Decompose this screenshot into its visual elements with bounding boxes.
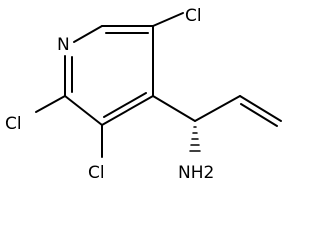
molecule-canvas: N Cl Cl Cl NH2 <box>5 6 282 183</box>
bond-c2-cl <box>35 95 66 113</box>
atom-chlorine-bottom: Cl <box>88 163 105 183</box>
pyridine-ring <box>64 25 154 126</box>
bond-c5-cl <box>152 12 184 27</box>
hashed-wedge-bond <box>189 126 201 152</box>
bond-c3-c2 <box>64 95 103 126</box>
molecule-structure: N Cl Cl Cl NH2 <box>5 6 282 183</box>
bond-c4-c3 <box>101 95 154 126</box>
atom-amine: NH2 <box>178 163 214 183</box>
atom-chlorine-top: Cl <box>185 6 202 26</box>
atom-nitrogen-ring: N <box>57 35 70 55</box>
bond-c4-cstar <box>152 95 196 122</box>
bond-c4-c3-inner <box>103 92 147 118</box>
bond-vinyl-terminal-inner <box>240 103 278 127</box>
bond-cstar-vinyl <box>194 95 241 122</box>
substituent-bonds <box>35 12 282 158</box>
bond-n-c6 <box>73 25 103 43</box>
bond-vinyl-terminal <box>239 95 282 122</box>
atom-chlorine-left: Cl <box>5 114 22 134</box>
